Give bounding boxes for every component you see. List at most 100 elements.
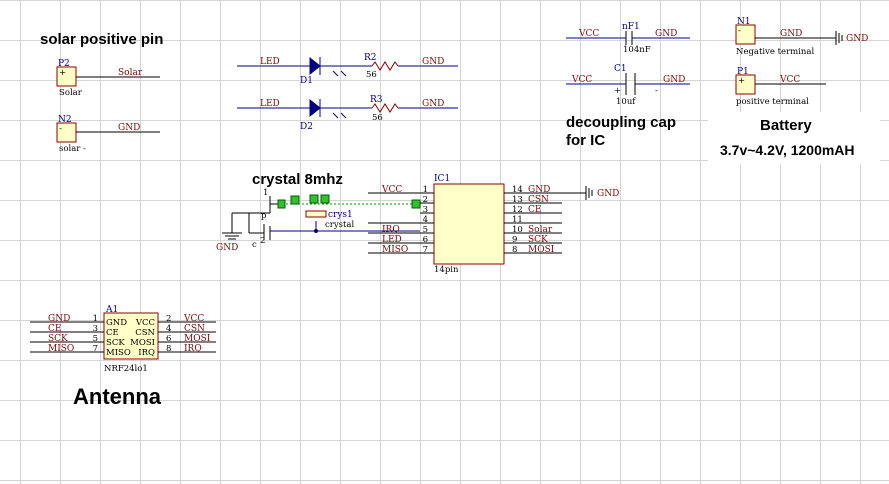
- c1-value: 10uf: [616, 97, 636, 107]
- ic1-pin-13-net: CSN: [528, 195, 549, 205]
- ic1-pin-3-number: 3: [423, 205, 428, 215]
- battery-negative-n1[interactable]: N1 - GND GND Negative terminal: [735, 17, 868, 57]
- p1-pin-mark: +: [738, 76, 745, 86]
- ic1-pin-14-net: GND: [528, 185, 550, 195]
- led-circuit-2[interactable]: LED D2 R3 56 GND: [237, 95, 458, 132]
- crystal-pad-1: [277, 199, 286, 209]
- c1-plus: +: [614, 86, 621, 96]
- crystal-mark-c: c: [252, 240, 257, 250]
- a1-pin-4-number: 4: [166, 324, 171, 334]
- a1-pin-3-number: 3: [93, 324, 98, 334]
- n2-designator: N2: [58, 115, 72, 125]
- c1-net-right: GND: [663, 75, 685, 85]
- a1-pin-3-label: CE: [106, 328, 119, 338]
- n1-gnd-label: GND: [846, 34, 868, 44]
- ic1-pin-7-number: 7: [423, 245, 428, 255]
- nf1-value: 104nF: [623, 45, 651, 55]
- ic1-pin-14-number: 14: [512, 185, 523, 195]
- ic1-pin-13-number: 13: [512, 195, 523, 205]
- c1-minus: -: [655, 86, 658, 96]
- ic1-pin-4-number: 4: [423, 215, 428, 225]
- diode-d2-symbol: [309, 98, 321, 118]
- n1-designator: N1: [737, 17, 751, 27]
- capacitor-nf1[interactable]: VCC GND nF1 104nF: [566, 22, 690, 55]
- a1-pin-8-net: IRQ: [184, 344, 202, 354]
- connector-p2[interactable]: P2 + Solar Solar: [56, 59, 160, 98]
- capacitor-c1[interactable]: VCC GND C1 + - 10uf: [566, 64, 690, 107]
- c1-designator: C1: [614, 64, 627, 74]
- a1-body: [103, 312, 159, 360]
- battery-spec: 3.7v~4.2V, 1200mAH: [720, 142, 855, 158]
- a1-pin-5-number: 5: [93, 334, 98, 344]
- a1-pin-7-number: 7: [93, 344, 98, 354]
- p2-designator: P2: [58, 59, 70, 69]
- n2-name: solar -: [59, 144, 86, 154]
- d1-designator: D1: [300, 76, 313, 86]
- crystal-pin1-number: 1: [263, 188, 268, 198]
- crystal-gnd-label: GND: [216, 243, 238, 253]
- ic1-pin-6-net: LED: [382, 235, 402, 245]
- a1-pin-3-net: CE: [48, 324, 61, 334]
- n1-name: Negative terminal: [736, 47, 814, 57]
- nf1-designator: nF1: [622, 22, 640, 32]
- crystal-annotation: crystal 8mhz: [252, 171, 343, 188]
- crystal-circuit[interactable]: 1 GND p c 2 crys1 crystal: [216, 188, 421, 253]
- ic1-pin-7-net: MISO: [382, 245, 408, 255]
- led1-net-in: LED: [260, 57, 280, 67]
- a1-pin-2-net: VCC: [183, 314, 204, 324]
- ic1-pin-9-number: 9: [512, 235, 517, 245]
- d2-designator: D2: [300, 122, 313, 132]
- nf1-net-right: GND: [655, 29, 677, 39]
- r3-value: 56: [372, 113, 383, 123]
- crystal-pad-4: [320, 194, 330, 204]
- a1-name: NRF24lo1: [104, 364, 148, 374]
- connector-n2[interactable]: N2 - GND solar -: [56, 115, 160, 154]
- n2-pin-mark: -: [59, 124, 62, 134]
- r2-value: 56: [366, 70, 377, 80]
- ic1-pin-9-net: SCK: [528, 235, 548, 245]
- a1-pin-5-net: SCK: [48, 334, 68, 344]
- battery-positive-p1[interactable]: P1 + VCC positive terminal: [735, 67, 826, 107]
- led-circuit-1[interactable]: LED D1 R2 56 GND: [237, 53, 458, 86]
- ic1-pin-10-number: 10: [512, 225, 523, 235]
- r2-designator: R2: [364, 53, 377, 63]
- ic1-pin-11-number: 11: [512, 215, 523, 225]
- ic1-pin-1-net: VCC: [381, 185, 402, 195]
- diode-d1-symbol: [309, 56, 321, 76]
- crystal-pad-3: [309, 194, 319, 204]
- p1-net-label: VCC: [779, 75, 800, 85]
- a1-pin-4-label: CSN: [135, 328, 155, 338]
- a1-pin-6-net: MOSI: [184, 334, 211, 344]
- n2-net-label: GND: [118, 123, 140, 133]
- p1-designator: P1: [737, 67, 749, 77]
- led1-net-out: GND: [422, 57, 444, 67]
- led2-net-in: LED: [260, 99, 280, 109]
- ic1-pin-2-number: 2: [423, 195, 428, 205]
- a1-pin-1-net: GND: [48, 314, 70, 324]
- a1-pin-1-label: GND: [106, 318, 127, 328]
- ic1-pin-1-number: 1: [423, 185, 428, 195]
- crystal-junction: [314, 229, 318, 233]
- c1-net-left: VCC: [571, 75, 592, 85]
- ic1-pin-6-number: 6: [423, 235, 428, 245]
- ic1-pin-5-net: IRQ: [382, 225, 400, 235]
- ic1-gnd-label: GND: [597, 189, 619, 199]
- p1-name: positive terminal: [736, 97, 809, 107]
- a1-pin-6-label: MOSI: [130, 338, 155, 348]
- a1-pin-7-net: MISO: [48, 344, 74, 354]
- ic1-body: [433, 183, 505, 265]
- resistor-r3-symbol: [371, 103, 399, 113]
- a1-pin-2-label: VCC: [135, 318, 155, 328]
- battery-annotation: Battery: [760, 117, 812, 134]
- a1-pin-1-number: 1: [93, 314, 98, 324]
- ic1-pin-12-number: 12: [512, 205, 523, 215]
- n1-pin-mark: -: [738, 26, 741, 36]
- crystal-name: crystal: [325, 220, 354, 230]
- led2-net-out: GND: [422, 99, 444, 109]
